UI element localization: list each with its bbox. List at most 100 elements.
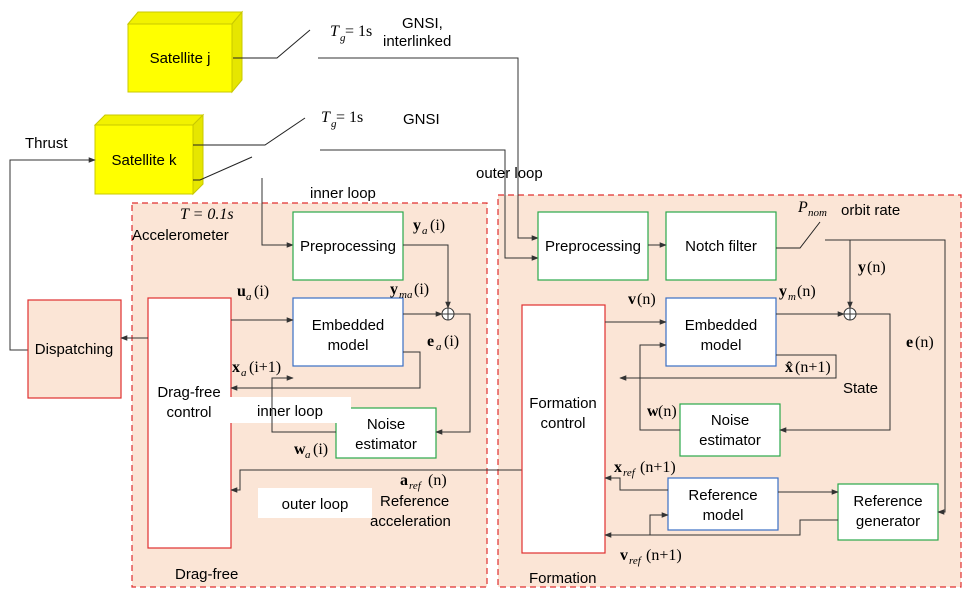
svg-text:x: x [232,359,240,376]
svg-text:m: m [788,291,796,303]
satellite-k: Satellite k [93,113,205,196]
svg-text:g: g [331,118,337,130]
formation-embedded-label-1: Embedded [685,317,758,334]
satellite-j-label: Satellite j [150,50,211,67]
svg-text:(i): (i) [414,281,429,298]
svg-text:e: e [906,334,913,351]
svg-text:(n): (n) [658,403,677,420]
dragfree-region-label: Drag-free [175,566,238,583]
inner-loop-label: inner loop [310,185,376,202]
svg-text:g: g [340,32,346,44]
dragfree-control-block [147,297,232,549]
outer-loop-box-label: outer loop [282,496,349,513]
gnsi-interlinked-label-2: interlinked [383,33,451,50]
svg-text:x̂: x̂ [785,359,793,376]
outer-loop-box [258,488,372,518]
dragfree-embedded-label-2: model [328,337,369,354]
svg-text:(n): (n) [428,472,447,489]
formation-control-block [521,304,606,554]
gnsi-label: GNSI [403,111,440,128]
svg-text:P: P [797,199,808,216]
svg-text:T: T [321,109,331,126]
svg-text:y: y [413,217,421,234]
accelerometer-label: Accelerometer [132,227,229,244]
orbit-rate-label: orbit rate [841,202,900,219]
svg-text:(n): (n) [637,291,656,308]
dragfree-preprocessing-block [292,211,404,281]
satellite-k-label: Satellite k [111,152,177,169]
svg-text:ma: ma [399,289,413,301]
dragfree-noise-label-1: Noise [367,416,405,433]
formation-noise-label-1: Noise [711,412,749,429]
xhat-label: x̂(n+1) [785,359,831,376]
ref-accel-label-2: acceleration [370,513,451,530]
svg-text:ref: ref [629,555,643,567]
formation-control-label-2: control [540,415,585,432]
formation-noise-estimator-block [679,403,781,457]
svg-text:nom: nom [808,207,827,219]
dragfree-embedded-model-block [292,297,404,367]
formation-preprocessing-block [537,211,649,281]
satellite-links [9,29,539,351]
formation-embedded-model-block [665,297,777,367]
reference-model-block [667,477,779,531]
svg-text:(n+1): (n+1) [640,459,676,476]
svg-text:(n+1): (n+1) [646,547,682,564]
dragfree-noise-estimator-block [335,407,437,459]
svg-text:w: w [294,441,306,458]
formation-control-label-1: Formation [529,395,597,412]
tg-k-label: T g = 1s [321,109,363,130]
inner-loop-box [229,397,351,423]
v-label: v(n) [628,291,656,308]
reference-generator-label-2: generator [856,513,920,530]
svg-text:ref: ref [623,467,637,479]
svg-text:a: a [400,472,408,489]
y-label: y(n) [858,259,886,276]
dragfree-noise-label-2: estimator [355,436,417,453]
svg-text:(i): (i) [430,217,445,234]
state-label: State [843,380,878,397]
svg-text:(i): (i) [444,333,459,350]
svg-text:(n): (n) [797,283,816,300]
svg-text:ref: ref [409,480,423,492]
w-label: w(n) [647,403,677,420]
gnsi-interlinked-label-1: GNSI, [402,15,443,32]
formation-embedded-label-2: model [701,337,742,354]
svg-text:a: a [422,225,428,237]
svg-text:y: y [779,283,787,300]
dragfree-period: T = 0.1s [180,206,234,223]
svg-text:u: u [237,283,246,300]
svg-text:= 1s: = 1s [336,109,363,126]
svg-text:= 1s: = 1s [345,23,372,40]
formation-wires [604,239,946,538]
dispatching-block [27,299,122,399]
notch-filter-label: Notch filter [685,238,757,255]
svg-text:(n+1): (n+1) [795,359,831,376]
dragfree-control-label-1: Drag-free [157,384,220,401]
svg-text:y: y [390,281,398,298]
dispatching-label: Dispatching [35,341,113,358]
dragfree-control-label-2: control [166,404,211,421]
svg-text:(n): (n) [915,334,934,351]
thrust-label: Thrust [25,135,68,152]
svg-text:v: v [620,547,628,564]
satellite-j: Satellite j [126,10,244,94]
formation-noise-label-2: estimator [699,432,761,449]
svg-text:(i): (i) [254,283,269,300]
svg-text:(i): (i) [313,441,328,458]
svg-text:T: T [330,23,340,40]
e-label: e(n) [906,334,934,351]
svg-text:a: a [246,291,252,303]
tg-j-label: T g = 1s [330,23,372,44]
dragfree-wires [120,244,522,493]
svg-text:a: a [241,367,247,379]
